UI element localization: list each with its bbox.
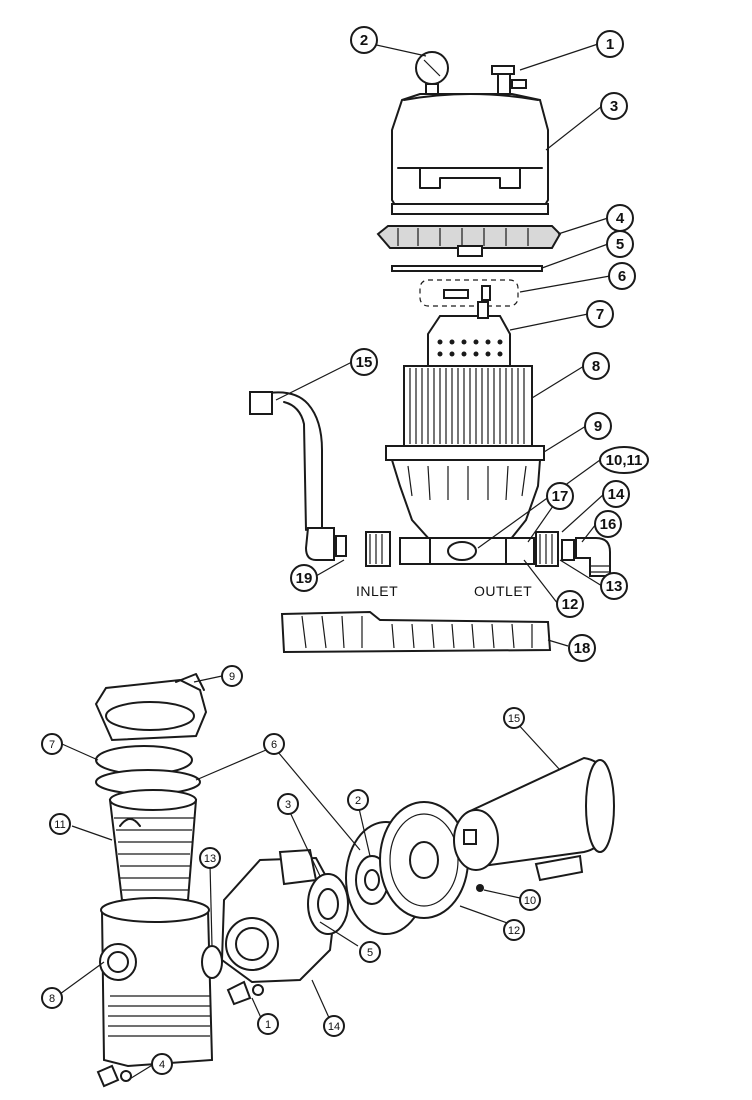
svg-text:9: 9 (594, 418, 602, 435)
callout-pump-15: 15 (503, 707, 525, 729)
svg-text:12: 12 (562, 596, 579, 613)
pump-callouts: 1 2 3 4 5 6 7 8 9 10 11 12 13 14 15 (41, 665, 541, 1075)
svg-text:1: 1 (265, 1019, 271, 1031)
diffuser (307, 873, 349, 935)
filter-assembly: INLET OUTLET (249, 51, 611, 654)
callout-filter-19: 19 (290, 564, 318, 592)
callout-pump-4: 4 (151, 1053, 173, 1075)
svg-text:13: 13 (606, 578, 623, 595)
svg-text:18: 18 (574, 640, 591, 657)
callout-filter-4: 4 (606, 204, 634, 232)
svg-text:15: 15 (356, 354, 373, 371)
pressure-gauge (415, 51, 449, 95)
svg-text:11: 11 (54, 819, 65, 831)
svg-text:8: 8 (592, 358, 600, 375)
bypass-hose (249, 391, 347, 561)
filter-base (280, 610, 552, 654)
callout-filter-14: 14 (602, 480, 630, 508)
callout-filter-9: 9 (584, 412, 612, 440)
svg-text:4: 4 (159, 1059, 165, 1071)
callout-pump-1: 1 (257, 1013, 279, 1035)
svg-text:5: 5 (616, 236, 624, 253)
callout-filter-5: 5 (606, 230, 634, 258)
callout-filter-2: 2 (350, 26, 378, 54)
svg-text:13: 13 (204, 853, 216, 865)
drain-plug (96, 1064, 132, 1088)
callout-pump-9: 9 (221, 665, 243, 687)
svg-text:2: 2 (355, 795, 361, 807)
outlet-fittings (505, 531, 611, 577)
o-ring-gasket (391, 265, 543, 272)
svg-text:19: 19 (296, 570, 313, 587)
callout-pump-6: 6 (263, 733, 285, 755)
callout-filter-18: 18 (568, 634, 596, 662)
callout-pump-7: 7 (41, 733, 63, 755)
clamp-ring (376, 225, 562, 257)
seal-plate (379, 801, 469, 919)
callout-filter-7: 7 (586, 300, 614, 328)
svg-text:10: 10 (524, 895, 536, 907)
callout-filter-10-11: 10,11 (599, 446, 649, 474)
svg-text:3: 3 (610, 98, 618, 115)
filter-callouts: 1 2 3 4 5 6 7 8 9 10,11 12 13 14 15 16 1… (290, 26, 649, 662)
pump-assembly (94, 673, 615, 1088)
svg-text:7: 7 (49, 739, 55, 751)
motor (453, 756, 615, 882)
callout-filter-17: 17 (546, 482, 574, 510)
svg-text:6: 6 (618, 268, 626, 285)
callout-pump-14: 14 (323, 1015, 345, 1037)
callout-filter-1: 1 (596, 30, 624, 58)
callout-pump-10: 10 (519, 889, 541, 911)
strainer-basket (108, 789, 198, 901)
inlet-fittings (365, 531, 431, 567)
callout-pump-5: 5 (359, 941, 381, 963)
svg-text:4: 4 (616, 210, 625, 227)
svg-text:10,11: 10,11 (606, 452, 643, 469)
outlet-label: OUTLET (474, 583, 532, 599)
callout-filter-12: 12 (556, 590, 584, 618)
filter-cartridge (403, 365, 533, 447)
callout-pump-2: 2 (347, 789, 369, 811)
svg-text:9: 9 (229, 671, 235, 683)
tank-body (385, 445, 545, 565)
svg-text:17: 17 (552, 488, 569, 505)
svg-text:16: 16 (600, 516, 617, 533)
callout-pump-11: 11 (49, 813, 71, 835)
callout-pump-12: 12 (503, 919, 525, 941)
svg-text:3: 3 (285, 799, 291, 811)
callout-filter-15: 15 (350, 348, 378, 376)
callout-filter-6: 6 (608, 262, 636, 290)
svg-text:2: 2 (360, 32, 368, 49)
body-drain-plug (226, 980, 264, 1006)
callout-filter-8: 8 (582, 352, 610, 380)
callout-filter-13: 13 (600, 572, 628, 600)
callout-pump-13: 13 (199, 847, 221, 869)
leader-lines (59, 43, 611, 1081)
callout-pump-8: 8 (41, 987, 63, 1009)
svg-text:8: 8 (49, 993, 55, 1005)
tank-lid (391, 93, 549, 215)
svg-text:14: 14 (608, 486, 625, 503)
svg-text:14: 14 (328, 1021, 340, 1033)
pump-body (220, 848, 338, 984)
svg-text:1: 1 (606, 36, 614, 53)
callout-filter-16: 16 (594, 510, 622, 538)
pump-lid-ring (94, 673, 208, 742)
element-hardware (419, 279, 519, 307)
callout-filter-3: 3 (600, 92, 628, 120)
callout-pump-3: 3 (277, 793, 299, 815)
volute-gasket (201, 945, 223, 979)
svg-text:5: 5 (367, 947, 373, 959)
element-cap (427, 301, 511, 367)
svg-text:7: 7 (596, 306, 604, 323)
inlet-label: INLET (356, 583, 398, 599)
svg-text:15: 15 (508, 713, 520, 725)
motor-nut (476, 884, 484, 892)
strainer-housing (99, 897, 214, 1068)
svg-text:6: 6 (271, 739, 277, 751)
svg-text:12: 12 (508, 925, 520, 937)
